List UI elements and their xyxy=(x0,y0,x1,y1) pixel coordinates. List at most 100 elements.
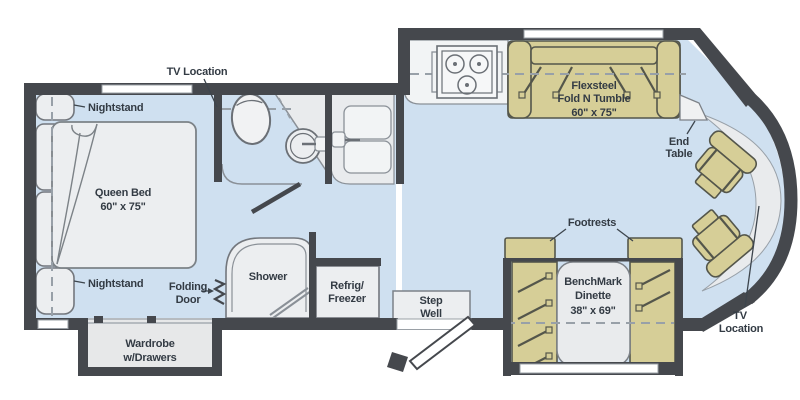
step-well xyxy=(392,290,471,321)
bench-foot xyxy=(635,282,643,290)
sofa-armrest-right xyxy=(656,40,681,119)
sofa-leg xyxy=(522,66,542,96)
bench-strut xyxy=(638,269,671,287)
bath-right-wall xyxy=(325,92,332,184)
end-table-label-2: Table xyxy=(666,148,693,160)
leader-lines xyxy=(73,78,760,308)
bedroom-furniture xyxy=(35,93,197,316)
kitchen-sink-bowl-2 xyxy=(343,140,392,174)
front-cap-wall xyxy=(743,94,798,305)
seat-bolster xyxy=(697,148,718,172)
sofa-foot xyxy=(653,91,661,99)
wardrobe-door-stop xyxy=(94,316,103,323)
bathroom xyxy=(221,91,395,185)
footrest-right xyxy=(627,237,683,260)
sofa-foot xyxy=(552,91,560,99)
folding-door-label-1: Folding xyxy=(169,281,207,293)
seat-bolster xyxy=(694,236,715,260)
dinette-label-2: Dinette xyxy=(575,290,611,302)
dinette-slide-top-edge xyxy=(503,258,683,262)
end-table xyxy=(679,94,709,121)
seat-bolster xyxy=(718,216,739,240)
burner-center xyxy=(453,62,457,66)
bed-fold-line xyxy=(56,132,81,265)
footrest-leader-right xyxy=(616,228,634,242)
shower-inner xyxy=(231,243,307,312)
refrigerator xyxy=(315,265,380,319)
dinette-slide-right-wall xyxy=(675,260,683,376)
dinette-size: 38" x 69" xyxy=(570,305,615,317)
entry-door xyxy=(387,315,477,372)
footrests-label: Footrests xyxy=(568,217,616,229)
refrig-label-1: Refrig/ xyxy=(330,280,364,292)
folding-door-arrowhead xyxy=(208,288,214,294)
dinette-label-1: BenchMark xyxy=(564,276,623,288)
burner xyxy=(457,75,477,95)
sofa-leg xyxy=(556,66,573,96)
sofa-leg xyxy=(609,66,628,96)
tv-top-leader xyxy=(203,78,218,108)
rear-wall xyxy=(24,83,36,330)
nightstand-top-leader xyxy=(73,104,86,108)
bottom-wall-door-seg xyxy=(469,318,507,330)
wardrobe xyxy=(88,316,212,367)
sofa-window xyxy=(523,29,664,39)
burner-center xyxy=(465,83,469,87)
burner-center xyxy=(477,62,481,66)
shower-door xyxy=(269,287,309,316)
entry-door-panel xyxy=(408,315,477,371)
front-diagonal-wall-bottom xyxy=(697,292,755,332)
bench-foot xyxy=(545,272,553,280)
step-well-label-1: Step xyxy=(419,295,443,307)
stove-icon xyxy=(431,45,503,99)
sofa-label-2: Fold N Tumble xyxy=(558,93,631,105)
kitchen-sink-bowl-1 xyxy=(343,105,392,140)
refrig-label-2: Freezer xyxy=(328,293,367,305)
end-table-label-1: End xyxy=(669,136,689,148)
nightstand-bottom xyxy=(35,267,75,315)
fridge-top-wall xyxy=(309,258,381,266)
wardrobe-label-2: w/Drawers xyxy=(122,352,176,364)
bath-left-wall xyxy=(214,92,222,182)
nightstand-top-label: Nightstand xyxy=(88,102,143,114)
wardrobe-interior xyxy=(88,318,212,367)
nightstand-bottom-leader xyxy=(73,280,86,284)
nightstand-bottom-label: Nightstand xyxy=(88,278,143,290)
sofa-armrest-left xyxy=(507,40,532,119)
seat-pedestal xyxy=(694,173,722,199)
queen-bed-label: Queen Bed xyxy=(95,187,151,199)
tv-front-leader xyxy=(744,205,760,308)
sofa-backrest xyxy=(530,46,658,65)
wardrobe-label-1: Wardrobe xyxy=(125,338,174,350)
dinette-bench-right xyxy=(629,261,676,367)
step-well-label-2: Well xyxy=(420,308,442,320)
bedroom-side-window xyxy=(37,319,69,329)
folding-door-label-2: Door xyxy=(176,294,202,306)
bed-fold-curl xyxy=(71,123,98,137)
dinette-window xyxy=(519,363,659,374)
kitchen-faucet-icon xyxy=(331,131,346,148)
sofa-leg xyxy=(640,66,658,96)
entry-door-handle xyxy=(387,352,408,372)
bench-strut xyxy=(517,275,550,293)
wardrobe-door-stop xyxy=(147,316,156,323)
sofa-foot xyxy=(518,91,526,99)
sofa xyxy=(507,40,681,119)
driver-seat xyxy=(691,209,755,278)
tv-front-label-2: Location xyxy=(719,323,764,335)
shower-label: Shower xyxy=(249,271,288,283)
bottom-wall-mid-seg xyxy=(212,318,398,330)
bottom-wall-front-seg xyxy=(681,318,703,331)
burner xyxy=(445,54,465,74)
dashboard-windshield-area xyxy=(700,113,782,292)
queen-bed-size: 60" x 75" xyxy=(100,201,145,213)
burner xyxy=(469,54,489,74)
shower-door xyxy=(272,290,312,319)
sofa-label-1: Flexsteel xyxy=(571,80,616,92)
end-table-leader xyxy=(686,120,696,135)
stove-inner xyxy=(441,50,493,94)
nightstand-top xyxy=(35,93,75,121)
stove-top xyxy=(436,45,498,99)
bench-foot xyxy=(545,326,553,334)
